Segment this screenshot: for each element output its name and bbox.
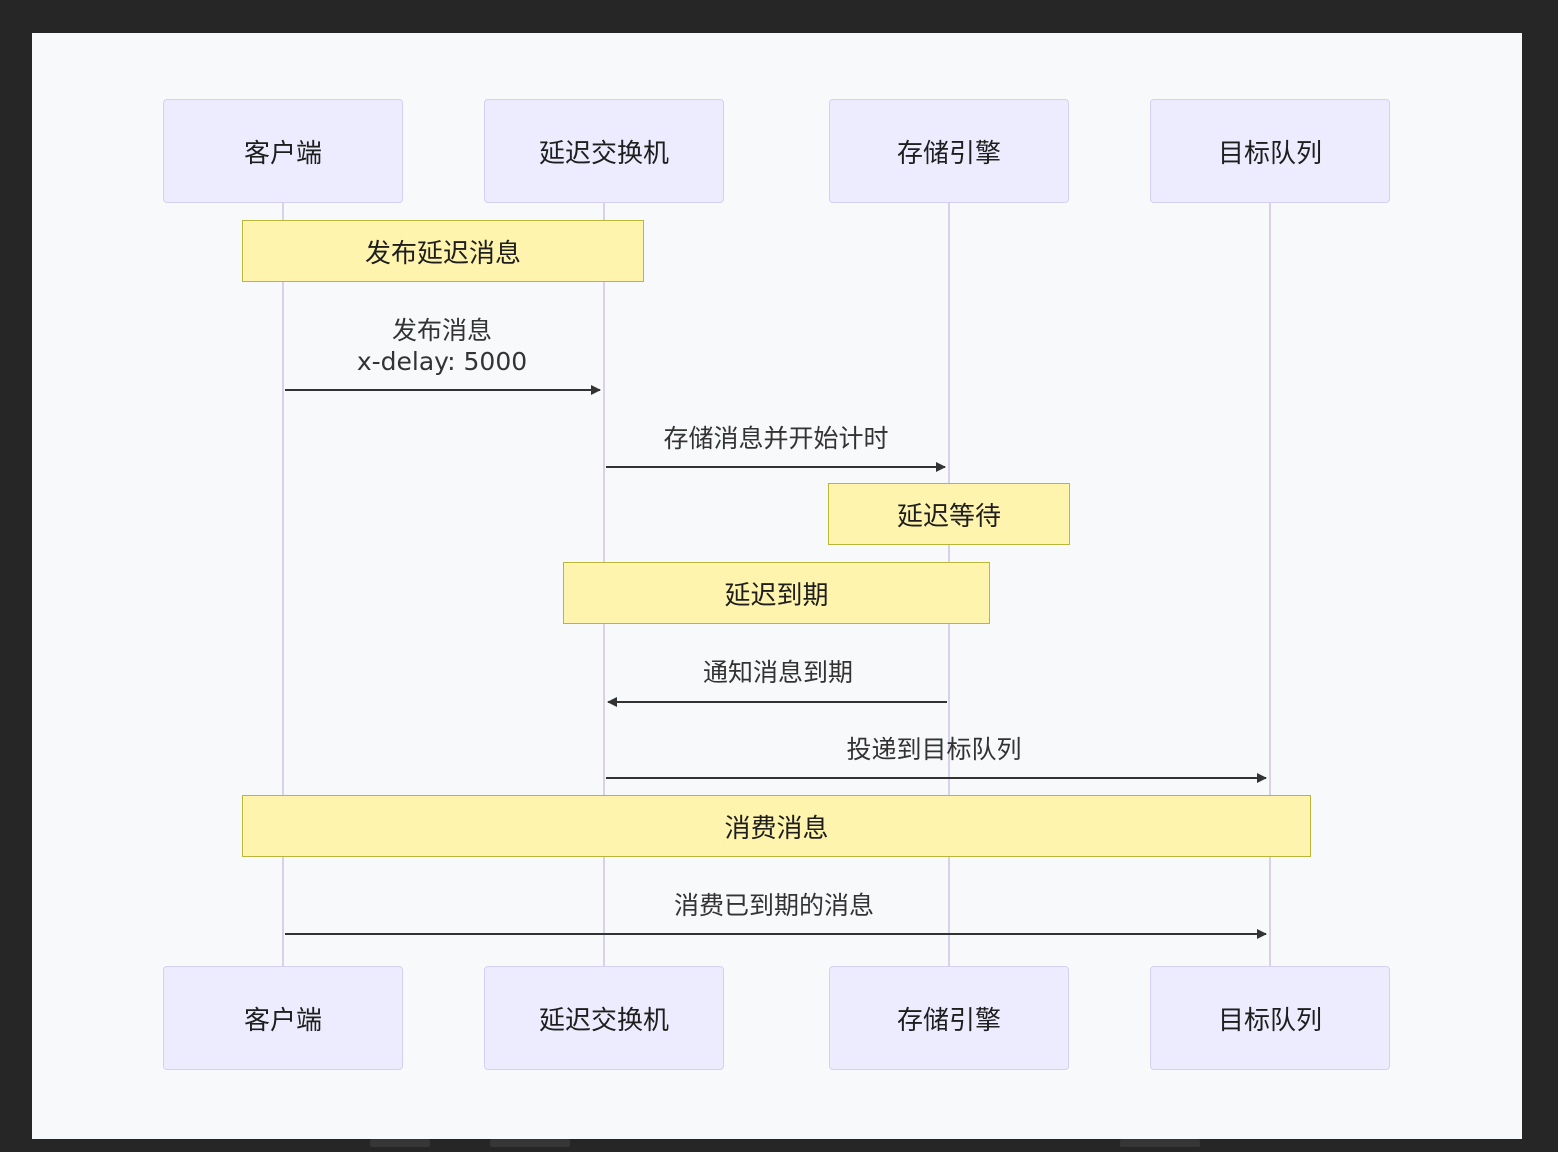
message-label-publish-line2: x-delay: 5000: [356, 347, 528, 376]
actor-target-queue-top: 目标队列: [1150, 99, 1390, 203]
actor-target-queue-bottom: 目标队列: [1150, 966, 1390, 1070]
toolbar-shadow-3: [1120, 1139, 1200, 1147]
message-label-store: 存储消息并开始计时: [663, 424, 889, 453]
toolbar-shadow-1: [370, 1139, 430, 1147]
actor-client-bottom: 客户端: [163, 966, 403, 1070]
message-label-publish: 发布消息 x-delay: 5000: [342, 315, 542, 377]
note-delay-expired: 延迟到期: [563, 562, 990, 624]
actor-delay-exchange-bottom: 延迟交换机: [484, 966, 724, 1070]
message-label-notify: 通知消息到期: [702, 658, 853, 687]
actor-delay-exchange-top: 延迟交换机: [484, 99, 724, 203]
message-label-publish-line1: 发布消息: [391, 316, 492, 345]
lifeline-client: [282, 203, 284, 967]
note-delay-wait: 延迟等待: [828, 483, 1070, 545]
diagram-canvas: 客户端 延迟交换机 存储引擎 目标队列 发布延迟消息 延迟等待 延迟到期 消费消…: [32, 33, 1522, 1139]
note-consume: 消费消息: [242, 795, 1311, 857]
window-title: [0, 0, 1558, 24]
actor-storage-engine-top: 存储引擎: [829, 99, 1069, 203]
actor-storage-engine-bottom: 存储引擎: [829, 966, 1069, 1070]
lifeline-target-queue: [1269, 203, 1271, 967]
toolbar-shadow-2: [490, 1139, 570, 1147]
bottom-toolbar-strip: [360, 1139, 1220, 1152]
note-publish-delayed: 发布延迟消息: [242, 220, 644, 282]
message-label-deliver: 投递到目标队列: [846, 735, 1022, 764]
actor-client-top: 客户端: [163, 99, 403, 203]
message-arrows: [285, 385, 1267, 939]
message-label-consume: 消费已到期的消息: [673, 891, 874, 920]
